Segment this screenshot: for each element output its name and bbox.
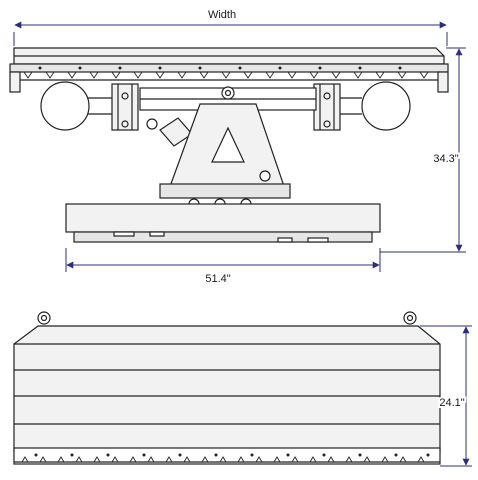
left-bracket: [111, 83, 158, 131]
height-bottom-label: 24.1": [439, 397, 464, 409]
right-bracket: [313, 83, 341, 131]
rail-teeth: [23, 71, 429, 79]
blade-top-view: [65, 203, 381, 243]
top-view: [9, 21, 466, 272]
width-label: Width: [208, 9, 236, 21]
lift-ring-left: [37, 311, 51, 325]
cutting-edge-teeth: [21, 456, 425, 463]
rail-bolts: [38, 66, 402, 70]
edge-bolts: [34, 453, 430, 457]
width-dimension: [13, 21, 448, 46]
left-wheel: [40, 81, 112, 131]
front-view: [13, 311, 472, 467]
height-bottom-dimension: [420, 325, 472, 467]
height-top-dimension: [380, 47, 466, 253]
right-wheel: [340, 81, 411, 131]
depth-dimension: [65, 248, 381, 272]
blade-front-view: [13, 325, 441, 465]
height-top-label: 34.3": [433, 153, 458, 165]
depth-label: 51.4": [205, 273, 230, 285]
hitch-frame: [139, 86, 317, 199]
lift-ring-right: [403, 311, 417, 325]
top-rail: [9, 47, 449, 93]
